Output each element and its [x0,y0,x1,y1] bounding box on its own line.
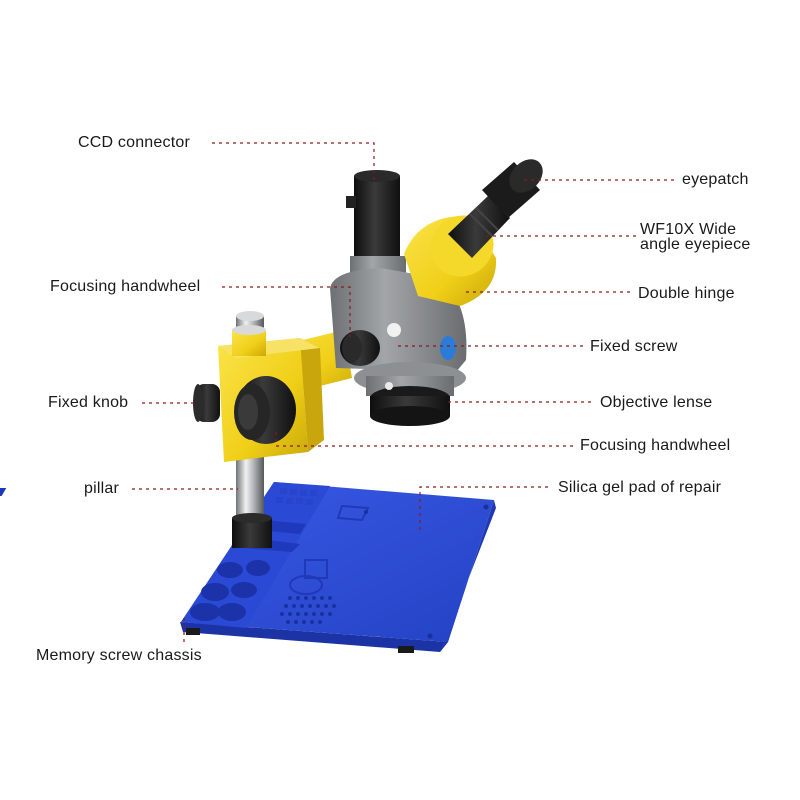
label-wf10x-line1: WF10X Wide [640,221,737,238]
label-focusing-handwheel-top: Focusing handwheel [50,278,201,295]
eyepiece [448,159,543,258]
focusing-handwheel-large [234,376,296,444]
leader-lines [132,142,678,646]
label-memory-screw-chassis: Memory screw chassis [36,647,202,664]
label-silica-gel-pad: Silica gel pad of repair [558,479,722,496]
fixed-knob [193,384,220,422]
label-ccd-connector: CCD connector [78,134,190,151]
label-focusing-handwheel-bottom: Focusing handwheel [580,437,731,454]
label-objective-lense: Objective lense [600,394,713,411]
label-fixed-screw: Fixed screw [590,338,678,355]
label-wf10x-line2: angle eyepiece [640,236,751,253]
label-eyepatch: eyepatch [682,171,749,188]
label-double-hinge: Double hinge [638,285,735,302]
label-fixed-knob: Fixed knob [48,394,129,411]
label-pillar: pillar [84,480,119,497]
